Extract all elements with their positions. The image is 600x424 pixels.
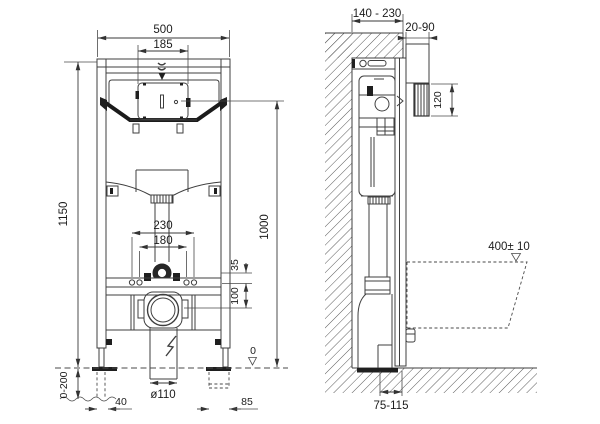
dim-outlet-diameter: ø110: [150, 389, 175, 401]
wall-bracket: [351, 57, 396, 70]
dim-flush-unit-width: 185: [153, 39, 172, 51]
dim-front-clearance: 20-90: [405, 22, 434, 34]
dim-fixing-width-inner: 180: [153, 235, 172, 247]
dim-left-foot-offset: 40: [115, 396, 127, 408]
dim-frame-depth-range: 140 - 230: [353, 8, 402, 20]
frame-side: [351, 57, 407, 373]
wall-section: [325, 32, 537, 393]
dim-outlet-offset: 100: [229, 287, 241, 305]
wc-bowl-outline: [405, 261, 528, 343]
floor-datum-label: 0: [250, 345, 256, 357]
flush-shaft: [413, 83, 430, 117]
dim-access-height: 120: [432, 91, 444, 109]
dim-frame-width: 500: [153, 24, 172, 36]
frame-structure: [59, 58, 231, 402]
dim-fixing-width-outer: 230: [153, 220, 172, 232]
right-foot: [222, 347, 229, 368]
dim-right-foot-offset: 85: [241, 396, 253, 408]
fixing-bar: [106, 263, 221, 288]
dim-bowl-rim-height: 400± 10: [488, 241, 530, 253]
front-view: 500 185 1150 1000 230 180 35: [55, 24, 288, 412]
bowl-fixing-bracket: [405, 328, 416, 343]
flush-arrow-icon: [157, 62, 166, 80]
dim-outlet-depth-range: 75-115: [374, 400, 409, 412]
dim-actuation-height: 1000: [259, 214, 271, 240]
dim-frame-height: 1150: [58, 202, 70, 227]
fixing-notch-icon: [396, 95, 404, 107]
side-dimensions: 140 - 230 20-90 120 400± 10 75-115: [351, 8, 530, 412]
dim-foot-adjustment: 0-200: [58, 371, 70, 398]
front-dimensions: 500 185 1150 1000 230 180 35: [58, 24, 284, 412]
datum-triangle-icon: [247, 357, 258, 366]
finished-wall-top: [405, 43, 430, 117]
drain-outlet-front: [106, 291, 221, 380]
left-foot: [98, 347, 105, 368]
bowl-datum-triangle-icon: [510, 253, 522, 262]
cistern-front: [100, 62, 227, 134]
cistern-side: [357, 75, 396, 368]
dim-fixing-offset: 35: [229, 259, 241, 271]
flush-pipe-front: [105, 169, 222, 262]
side-view: 140 - 230 20-90 120 400± 10 75-115: [325, 8, 537, 412]
flex-connector-icon: [165, 335, 177, 357]
